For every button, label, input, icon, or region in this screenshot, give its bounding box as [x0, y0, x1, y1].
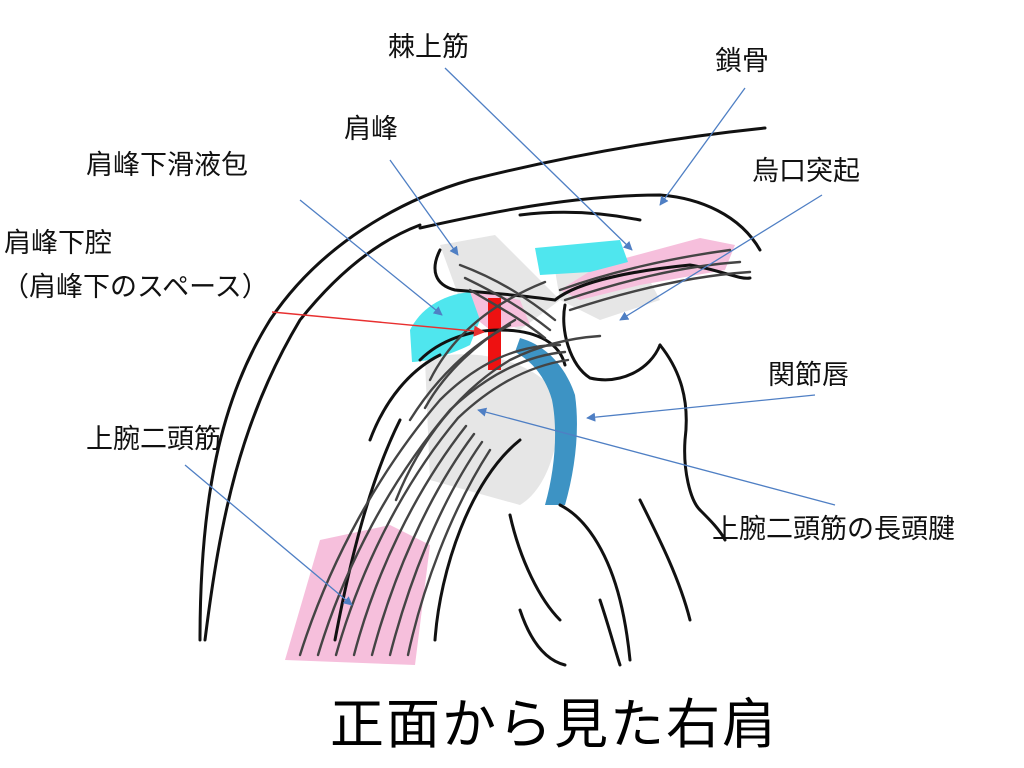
clavicle-top	[418, 193, 762, 252]
supraspinatus-bursa-cyan	[535, 240, 628, 275]
label-coracoid-process: 烏口突起	[752, 156, 860, 187]
outline-strokes	[198, 126, 767, 667]
label-clavicle: 鎖骨	[715, 46, 769, 77]
scapula-lower-mid	[558, 503, 632, 662]
coracoid-outline	[553, 263, 752, 382]
clavicle-bottom	[518, 210, 642, 222]
bursa-shading	[410, 240, 628, 362]
acromion-outline	[433, 248, 557, 302]
label-subacromial-space: 肩峰下腔	[4, 228, 112, 259]
label-glenoid-labrum: 関節唇	[768, 360, 849, 391]
diagram-title: 正面から見た右肩	[330, 693, 778, 756]
arm-outer-contour	[203, 223, 422, 642]
arrow-labrum	[586, 394, 816, 422]
arrow-biceps-long-head	[477, 407, 836, 506]
scapula-line	[698, 508, 727, 542]
arrow-biceps	[184, 464, 353, 606]
arrow-clavicle	[659, 87, 746, 206]
scapula-lower-left	[508, 513, 562, 622]
label-biceps: 上腕二頭筋	[86, 424, 221, 455]
biceps-belly-pink	[285, 525, 430, 665]
humerus-neck-left	[368, 353, 442, 442]
glenoid-outline	[658, 343, 702, 512]
scapula-lower-right	[638, 498, 692, 622]
tendon-fibers	[298, 248, 752, 657]
label-biceps-long-head-tendon: 上腕二頭筋の長頭腱	[712, 514, 955, 545]
arrow-supraspinatus	[444, 67, 633, 251]
arrow-acromion	[389, 159, 459, 256]
humeral-head-gray	[425, 354, 560, 505]
shoulder-contour	[198, 126, 767, 642]
label-subacromial-space-note: （肩峰下のスペース）	[2, 272, 269, 303]
arrow-coracoid	[619, 194, 823, 321]
pointer-arrows	[184, 67, 836, 606]
label-subacromial-bursa: 肩峰下滑液包	[86, 150, 248, 181]
label-acromion: 肩峰	[344, 114, 398, 145]
humerus-shaft-left	[333, 418, 402, 642]
glenoid-labrum-blue	[515, 338, 577, 505]
rib-curve	[518, 598, 622, 667]
subacromial-bursa-cyan	[410, 292, 480, 362]
humerus-shaft-right	[433, 438, 522, 642]
label-supraspinatus: 棘上筋	[388, 32, 469, 63]
arrow-subacromial-space	[271, 311, 486, 337]
arrow-subacromial-bursa	[299, 199, 443, 316]
